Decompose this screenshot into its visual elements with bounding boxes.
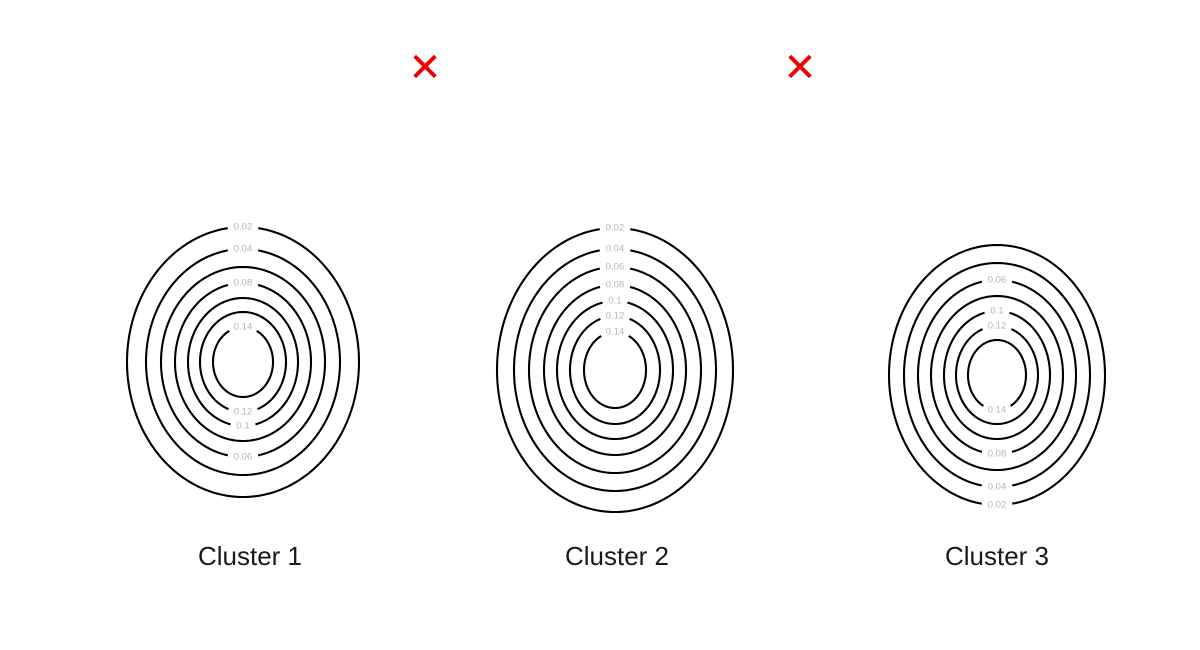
contour-label-0.08: 0.08 — [234, 278, 253, 289]
contour-line-0.12 — [954, 328, 1040, 426]
contour-line-0.08 — [929, 294, 1065, 453]
contour-line-0.1 — [186, 296, 300, 426]
contour-label-0.02: 0.02 — [988, 500, 1007, 511]
contour-line-0.08 — [542, 285, 688, 457]
contour-label-0.1: 0.1 — [608, 296, 621, 307]
contour-label-0.08: 0.08 — [606, 280, 625, 291]
cluster-caption-1: Cluster 1 — [198, 541, 302, 571]
markers-layer: ✕✕ — [408, 45, 817, 91]
clusters-layer: 0.020.040.060.080.10.120.140.020.040.060… — [125, 222, 1107, 514]
contour-label-0.02: 0.02 — [234, 222, 253, 233]
contour-line-0.04 — [902, 261, 1092, 487]
contour-line-0.04 — [512, 249, 718, 493]
contour-label-0.12: 0.12 — [234, 407, 253, 418]
contour-label-0.04: 0.04 — [988, 482, 1007, 493]
cluster-group-3: 0.02 0.04 0.06 0.08 0.1 0.12 0.14 — [887, 243, 1107, 511]
contour-label-0.1: 0.1 — [990, 306, 1003, 317]
contour-label-0.02: 0.02 — [606, 223, 625, 234]
contour-label-0.06: 0.06 — [234, 452, 253, 463]
contour-line-0.02 — [495, 228, 735, 514]
contour-line-0.14 — [211, 329, 275, 399]
contour-line-0.1 — [942, 311, 1052, 441]
contour-line-0.06 — [159, 265, 327, 457]
contour-label-0.14: 0.14 — [988, 405, 1007, 416]
contour-label-0.08: 0.08 — [988, 449, 1007, 460]
contour-line-0.12 — [568, 317, 662, 426]
contour-line-0.08 — [173, 283, 313, 443]
marker-x-1-icon: ✕ — [408, 45, 442, 91]
contour-line-0.04 — [144, 249, 342, 477]
contour-line-0.12 — [198, 310, 288, 411]
contour-line-0.02 — [887, 243, 1107, 505]
contour-label-0.12: 0.12 — [606, 311, 625, 322]
contour-label-0.1: 0.1 — [236, 421, 249, 432]
contour-line-0.02 — [125, 227, 361, 499]
contour-line-0.14 — [966, 338, 1028, 407]
contour-label-0.12: 0.12 — [988, 321, 1007, 332]
contour-line-0.1 — [555, 301, 675, 441]
contour-line-0.06 — [916, 280, 1078, 472]
marker-x-2-icon: ✕ — [783, 45, 817, 91]
contour-label-0.06: 0.06 — [988, 275, 1007, 286]
contour-label-0.14: 0.14 — [234, 322, 253, 333]
contour-label-0.06: 0.06 — [606, 262, 625, 273]
captions-layer: Cluster 1 Cluster 2 Cluster 3 — [198, 541, 1049, 571]
contour-line-0.06 — [527, 267, 703, 475]
cluster-group-1: 0.02 0.04 0.06 0.08 0.1 0.12 0.14 — [125, 222, 361, 499]
contour-line-0.14 — [582, 335, 648, 410]
contour-label-0.04: 0.04 — [234, 244, 253, 255]
cluster-caption-3: Cluster 3 — [945, 541, 1049, 571]
contour-label-0.14: 0.14 — [606, 327, 625, 338]
contour-label-0.04: 0.04 — [606, 244, 625, 255]
cluster-caption-2: Cluster 2 — [565, 541, 669, 571]
cluster-group-2: 0.02 0.04 0.06 0.08 0.1 0.12 0.14 — [495, 223, 735, 514]
